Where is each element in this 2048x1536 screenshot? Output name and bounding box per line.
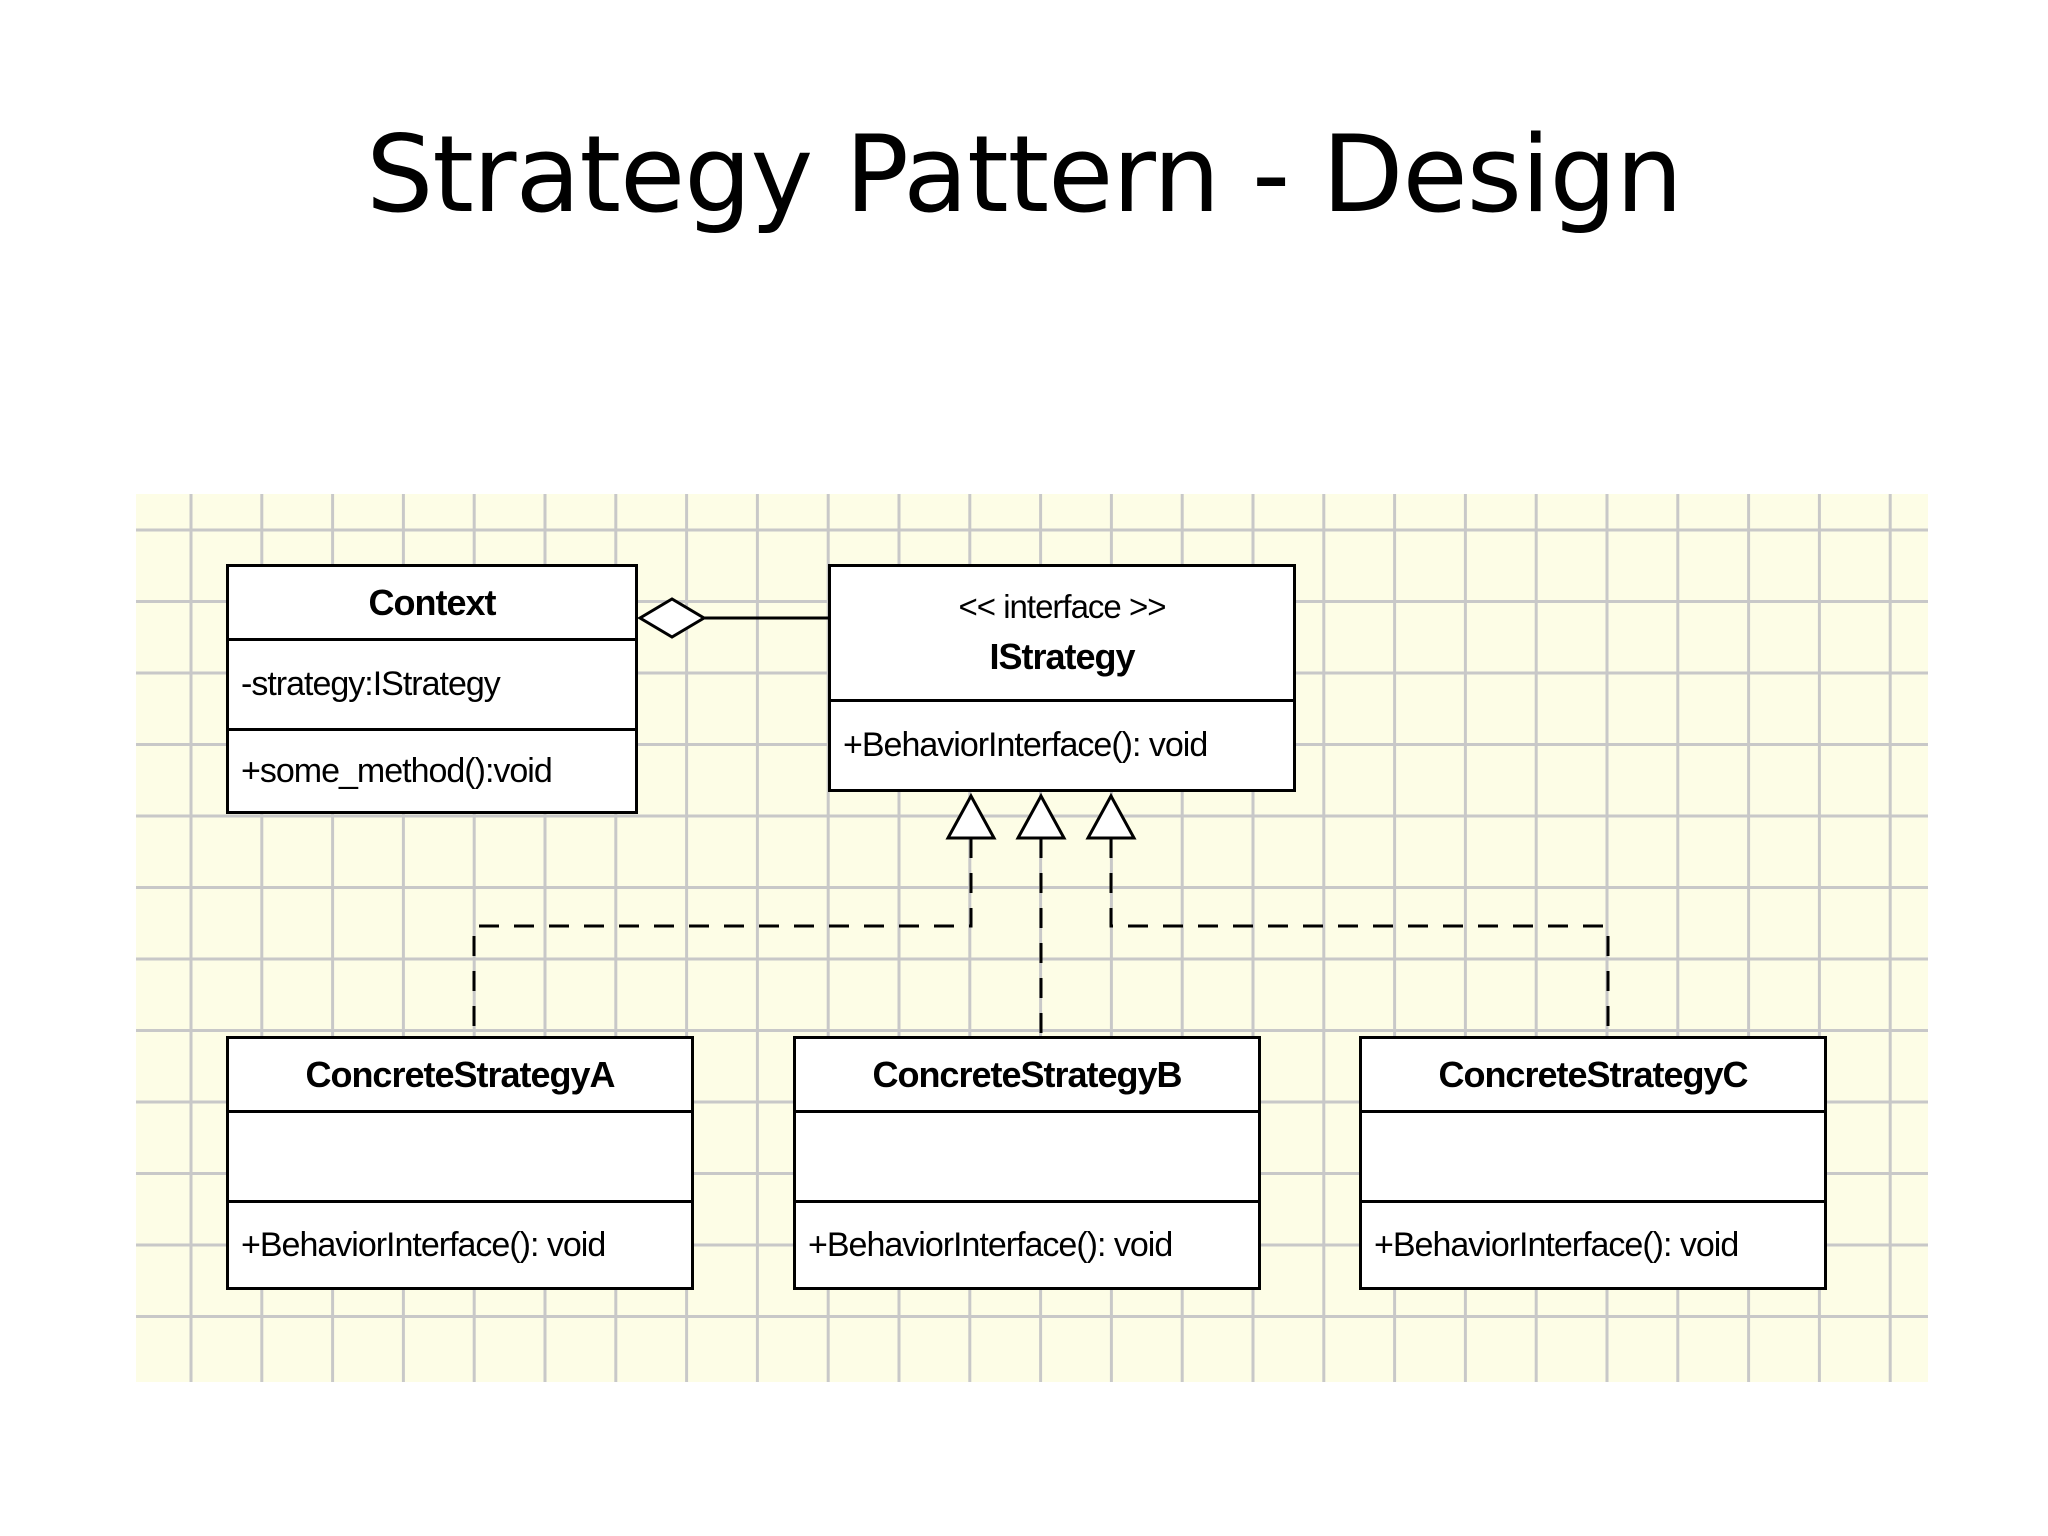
class-concrete-strategy-a-attributes bbox=[229, 1113, 691, 1203]
class-concrete-strategy-a-operation: +BehaviorInterface(): void bbox=[241, 1225, 606, 1264]
class-concrete-strategy-b: ConcreteStrategyB +BehaviorInterface(): … bbox=[793, 1036, 1261, 1290]
interface-istrategy-header: << interface >> IStrategy bbox=[831, 567, 1293, 702]
class-context: Context -strategy:IStrategy +some_method… bbox=[226, 564, 638, 814]
class-concrete-strategy-c-name: ConcreteStrategyC bbox=[1362, 1039, 1824, 1113]
realization-line-a bbox=[472, 838, 973, 1036]
uml-diagram: Context -strategy:IStrategy +some_method… bbox=[136, 494, 1928, 1382]
aggregation-diamond bbox=[637, 597, 707, 639]
class-concrete-strategy-a: ConcreteStrategyA +BehaviorInterface(): … bbox=[226, 1036, 694, 1290]
class-concrete-strategy-b-attributes bbox=[796, 1113, 1258, 1203]
class-concrete-strategy-c-operation: +BehaviorInterface(): void bbox=[1374, 1225, 1739, 1264]
interface-stereotype: << interface >> bbox=[958, 588, 1167, 625]
realization-arrowhead-a bbox=[945, 792, 997, 840]
class-concrete-strategy-c: ConcreteStrategyC +BehaviorInterface(): … bbox=[1359, 1036, 1827, 1290]
interface-istrategy-name: IStrategy bbox=[989, 636, 1135, 677]
class-context-attribute: -strategy:IStrategy bbox=[229, 641, 635, 731]
interface-istrategy-operation: +BehaviorInterface(): void bbox=[843, 726, 1208, 764]
class-context-name: Context bbox=[229, 567, 635, 641]
slide-title: Strategy Pattern - Design bbox=[366, 113, 1683, 236]
class-concrete-strategy-c-attributes bbox=[1362, 1113, 1824, 1203]
realization-arrowhead-b bbox=[1015, 792, 1067, 840]
class-concrete-strategy-b-name: ConcreteStrategyB bbox=[796, 1039, 1258, 1113]
class-concrete-strategy-a-name: ConcreteStrategyA bbox=[229, 1039, 691, 1113]
class-concrete-strategy-b-operation: +BehaviorInterface(): void bbox=[808, 1225, 1173, 1264]
realization-line-c bbox=[1109, 838, 1610, 1036]
class-context-operation: +some_method():void bbox=[241, 751, 553, 790]
interface-istrategy: << interface >> IStrategy +BehaviorInter… bbox=[828, 564, 1296, 792]
realization-connectors bbox=[472, 792, 1610, 1036]
realization-arrowhead-c bbox=[1085, 792, 1137, 840]
aggregation-connector bbox=[637, 597, 828, 639]
